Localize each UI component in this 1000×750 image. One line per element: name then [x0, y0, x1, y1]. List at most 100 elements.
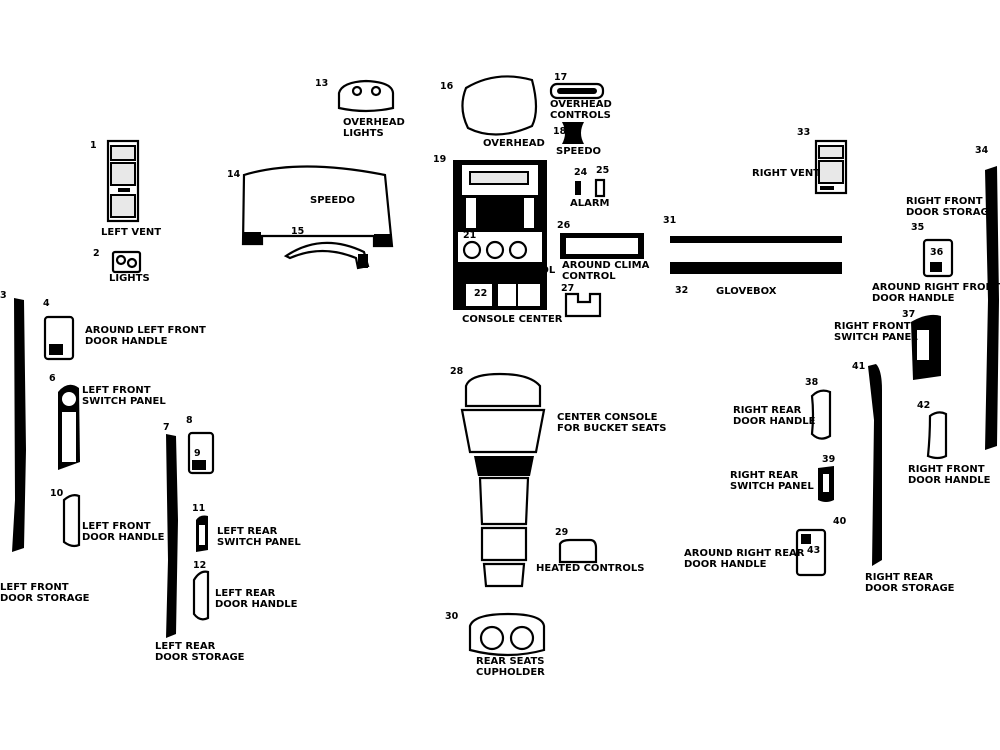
label-right-rear-door-handle: RIGHT REAR DOOR HANDLE [733, 405, 816, 427]
part-12-left-rear-door-handle [192, 570, 210, 621]
part-number: 3 [0, 290, 7, 301]
label-right-front-door-handle: RIGHT FRONT DOOR HANDLE [908, 464, 991, 486]
part-number: 15 [291, 226, 305, 237]
label-overhead-controls: OVERHEAD CONTROLS [550, 99, 612, 121]
label-left-front-door-handle: LEFT FRONT DOOR HANDLE [82, 521, 165, 543]
label-glovebox: GLOVEBOX [716, 286, 777, 297]
label-left-front-door-storage: LEFT FRONT DOOR STORAGE [0, 582, 90, 604]
part-6-left-front-switch-panel [58, 384, 80, 470]
label-right-front-door-storage: RIGHT FRONT DOOR STORAGE [906, 196, 996, 218]
part-number: 4 [43, 298, 50, 309]
part-number: 5 [52, 332, 59, 343]
part-33-right-vent [814, 139, 848, 195]
label-overhead-lights: OVERHEAD LIGHTS [343, 117, 405, 139]
part-27 [564, 292, 602, 318]
part-number: 42 [917, 400, 931, 411]
part-number: 29 [555, 527, 569, 538]
part-18-speedo-small [562, 122, 584, 144]
part-7-left-rear-door-storage [166, 434, 178, 638]
label-center-console-bucket-seats: CENTER CONSOLE FOR BUCKET SEATS [557, 412, 667, 434]
part-1-left-vent [106, 139, 140, 223]
part-number: 30 [445, 611, 459, 622]
part-number: 14 [227, 169, 241, 180]
part-number: 38 [805, 377, 819, 388]
part-40-around-right-rear-door-handle [795, 528, 827, 577]
part-number: 22 [474, 288, 488, 299]
part-number: 20 [477, 216, 491, 227]
label-console-center: CONSOLE CENTER [462, 314, 563, 325]
label-right-front-switch-panel: RIGHT FRONT SWITCH PANEL [834, 321, 918, 343]
part-number: 28 [450, 366, 464, 377]
label-right-rear-switch-panel: RIGHT REAR SWITCH PANEL [730, 470, 814, 492]
part-42-right-front-door-handle [926, 411, 948, 460]
label-left-vent: LEFT VENT [101, 227, 162, 238]
part-number: 40 [833, 516, 847, 527]
part-number: 41 [852, 361, 866, 372]
part-28-center-console [460, 372, 546, 588]
label-around-clima-control: AROUND CLIMA CONTROL [562, 260, 650, 282]
part-number: 1 [90, 140, 97, 151]
label-lights: LIGHTS [109, 273, 150, 284]
part-25-alarm [594, 178, 606, 198]
part-number: 18 [553, 126, 567, 137]
label-left-rear-switch-panel: LEFT REAR SWITCH PANEL [217, 526, 301, 548]
part-32-glovebox [670, 262, 842, 274]
part-number: 39 [822, 454, 836, 465]
label-right-rear-door-storage: RIGHT REAR DOOR STORAGE [865, 572, 955, 594]
label-around-right-rear-door-handle: AROUND RIGHT REAR DOOR HANDLE [684, 548, 805, 570]
part-number: 11 [192, 503, 206, 514]
part-number: 26 [557, 220, 571, 231]
part-number: 10 [50, 488, 64, 499]
part-30-rear-seats-cupholder [468, 612, 546, 657]
part-35-around-right-front-door-handle [922, 238, 954, 278]
part-number: 34 [975, 145, 989, 156]
label-speedo-small: SPEEDO [556, 146, 601, 157]
part-number: 19 [433, 154, 447, 165]
part-number: 36 [930, 247, 944, 258]
part-38-right-rear-door-handle [810, 389, 832, 440]
part-31-glovebox-strip [670, 236, 842, 243]
label-heated-controls: HEATED CONTROLS [536, 563, 645, 574]
part-number: 43 [807, 545, 821, 556]
part-4-around-left-front-door-handle [43, 315, 75, 361]
label-left-front-switch-panel: LEFT FRONT SWITCH PANEL [82, 385, 166, 407]
part-number: 13 [315, 78, 329, 89]
part-number: 6 [49, 373, 56, 384]
part-number: 25 [596, 165, 610, 176]
part-number: 8 [186, 415, 193, 426]
part-26-around-clima-control [560, 233, 644, 259]
part-29-heated-controls [558, 538, 598, 564]
part-number: 35 [911, 222, 925, 233]
label-left-rear-door-storage: LEFT REAR DOOR STORAGE [155, 641, 245, 663]
label-left-rear-door-handle: LEFT REAR DOOR HANDLE [215, 588, 298, 610]
part-number: 7 [163, 422, 170, 433]
part-number: 32 [675, 285, 689, 296]
label-overhead: OVERHEAD [483, 138, 545, 149]
part-14-speedo [241, 165, 394, 248]
label-alarm: ALARM [570, 198, 610, 209]
part-number: 2 [93, 248, 100, 259]
part-number: 27 [561, 283, 575, 294]
part-16-overhead [461, 75, 538, 136]
part-8-around-left-rear-handle [187, 431, 215, 475]
label-around-right-front-door-handle: AROUND RIGHT FRONT DOOR HANDLE [872, 282, 1000, 304]
part-24-alarm [575, 181, 581, 195]
part-41-right-rear-door-storage [868, 364, 882, 566]
part-number: 21 [463, 230, 477, 241]
part-number: 9 [194, 448, 201, 459]
label-speedo: SPEEDO [310, 195, 355, 206]
part-10-left-front-door-handle [62, 494, 81, 548]
part-3-left-front-door-storage [12, 298, 26, 552]
part-number: 17 [554, 72, 568, 83]
part-number: 23 [519, 273, 533, 284]
part-number: 33 [797, 127, 811, 138]
part-number: 31 [663, 215, 677, 226]
part-number: 12 [193, 560, 207, 571]
part-number: 37 [902, 309, 916, 320]
part-19-console-center [453, 160, 547, 310]
label-clima-control: CLIMA CONTROL [463, 265, 556, 276]
part-15-speedo-lower [283, 241, 370, 270]
part-17-overhead-controls [549, 82, 605, 100]
